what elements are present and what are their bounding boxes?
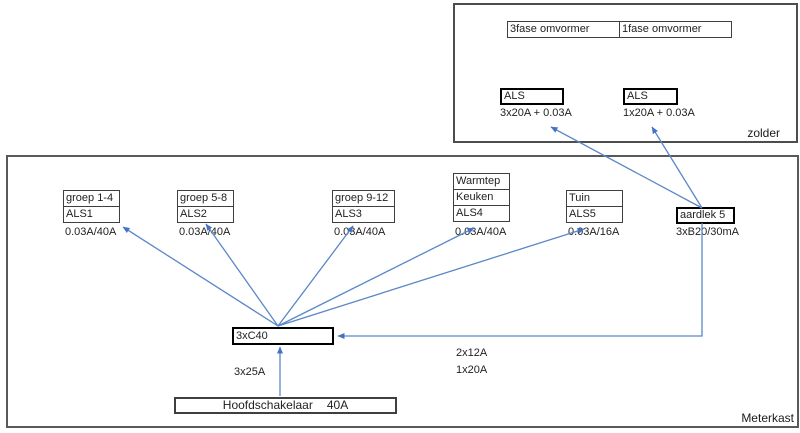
solar-feed-label-1: 2x12A xyxy=(456,347,488,359)
group-3-rating: 0.03A/40A xyxy=(334,226,386,238)
als-right-rating: 1x20A + 0.03A xyxy=(623,107,695,119)
group-4-rating: 0.03A/40A xyxy=(455,226,507,238)
meterkast-label: Meterkast xyxy=(741,411,794,425)
group-3-name: groep 9-12 xyxy=(332,190,395,207)
main-breaker-box: 3xC40 xyxy=(232,327,334,345)
group-4-name: Warmtep xyxy=(453,173,510,190)
als-left-box: ALS xyxy=(500,88,564,105)
als-right-box: ALS xyxy=(623,88,678,105)
aardlek-box: aardlek 5 xyxy=(676,207,735,224)
feed-label: 3x25A xyxy=(234,366,266,378)
inverter-3fase-header: 3fase omvormer xyxy=(507,21,620,38)
hoofdschakelaar-value: 40A xyxy=(326,398,349,412)
group-2-als: ALS2 xyxy=(177,206,234,223)
hoofdschakelaar-box: Hoofdschakelaar 40A xyxy=(174,397,397,414)
group-box-2: groep 5-8 ALS2 xyxy=(177,190,234,223)
group-2-rating: 0.03A/40A xyxy=(179,226,231,238)
group-1-als: ALS1 xyxy=(63,206,120,223)
group-box-3: groep 9-12 ALS3 xyxy=(332,190,395,223)
hoofdschakelaar-title: Hoofdschakelaar xyxy=(222,398,313,412)
group-5-rating: 0.03A/16A xyxy=(568,226,620,238)
zolder-panel: 3fase omvormer 1fase omvormer ALS 3x20A … xyxy=(453,3,798,143)
group-box-4: Warmtep Keuken ALS4 xyxy=(453,173,510,222)
group-box-1: groep 1-4 ALS1 xyxy=(63,190,120,223)
group-5-name: Tuin xyxy=(566,190,623,207)
meterkast-panel: groep 1-4 ALS1 0.03A/40A groep 5-8 ALS2 … xyxy=(6,155,799,428)
group-4-als: ALS4 xyxy=(453,205,510,222)
group-1-name: groep 1-4 xyxy=(63,190,120,207)
group-5-als: ALS5 xyxy=(566,206,623,223)
aardlek-rating: 3xB20/30mA xyxy=(676,226,739,238)
group-2-name: groep 5-8 xyxy=(177,190,234,207)
group-3-als: ALS3 xyxy=(332,206,395,223)
als-left-rating: 3x20A + 0.03A xyxy=(500,107,572,119)
zolder-label: zolder xyxy=(747,126,780,140)
group-4-name2: Keuken xyxy=(453,189,510,206)
inverter-1fase-header: 1fase omvormer xyxy=(619,21,732,38)
group-1-rating: 0.03A/40A xyxy=(65,226,117,238)
group-box-5: Tuin ALS5 xyxy=(566,190,623,223)
solar-feed-label-2: 1x20A xyxy=(456,364,488,376)
